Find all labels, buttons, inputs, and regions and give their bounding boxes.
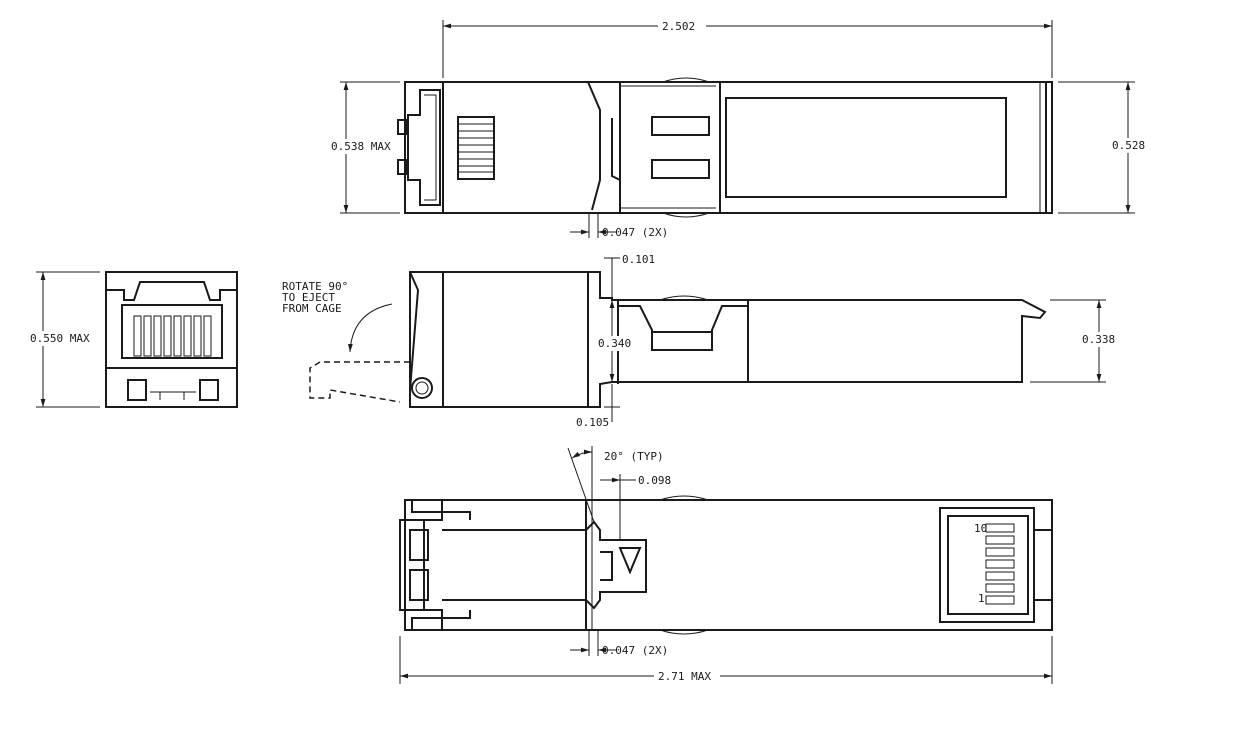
dim-top-height-right: 0.528 — [1112, 139, 1145, 152]
dim-bottom-length: 2.71 MAX — [658, 670, 711, 683]
end-view — [105, 271, 238, 408]
dim-bottom-latch: 0.098 — [638, 474, 671, 487]
contact-slots — [985, 523, 1015, 605]
dim-side-height: 0.340 — [598, 337, 631, 350]
top-view — [397, 77, 1053, 218]
note-rotate-line1: ROTATE 90° — [282, 280, 348, 293]
dim-side-bottom-offset: 0.105 — [576, 416, 609, 429]
dim-top-step: 0.047 (2X) — [602, 226, 668, 239]
pin-label-top: 10 — [974, 522, 987, 535]
side-view — [309, 271, 1047, 408]
dim-end-height: 0.550 MAX — [30, 332, 90, 345]
bottom-view-dimensions: 20° (TYP) 0.098 0.047 (2X) 2.71 MAX — [399, 446, 1053, 684]
note-rotate-line3: FROM CAGE — [282, 302, 342, 315]
dim-bottom-step: 0.047 (2X) — [602, 644, 668, 657]
dim-side-top-offset: 0.101 — [622, 253, 655, 266]
pin-label-bottom: 1 — [978, 592, 985, 605]
side-view-notes: ROTATE 90° TO EJECT FROM CAGE — [282, 280, 348, 315]
dim-side-right-height: 0.338 — [1082, 333, 1115, 346]
side-view-dimensions: 0.101 0.340 0.105 0.338 — [576, 253, 1118, 429]
dim-bottom-angle: 20° (TYP) — [604, 450, 664, 463]
jack-fins — [458, 123, 494, 173]
bottom-view: 10 1 — [399, 495, 1053, 635]
dim-top-height-left: 0.538 MAX — [331, 140, 391, 153]
dim-top-length: 2.502 — [662, 20, 695, 33]
top-view-dimensions: 2.502 0.538 MAX 0.528 0.047 (2X) — [328, 18, 1146, 239]
end-view-contacts — [133, 315, 212, 357]
note-rotate-line2: TO EJECT — [282, 291, 335, 304]
end-view-dimensions: 0.550 MAX — [28, 271, 100, 408]
